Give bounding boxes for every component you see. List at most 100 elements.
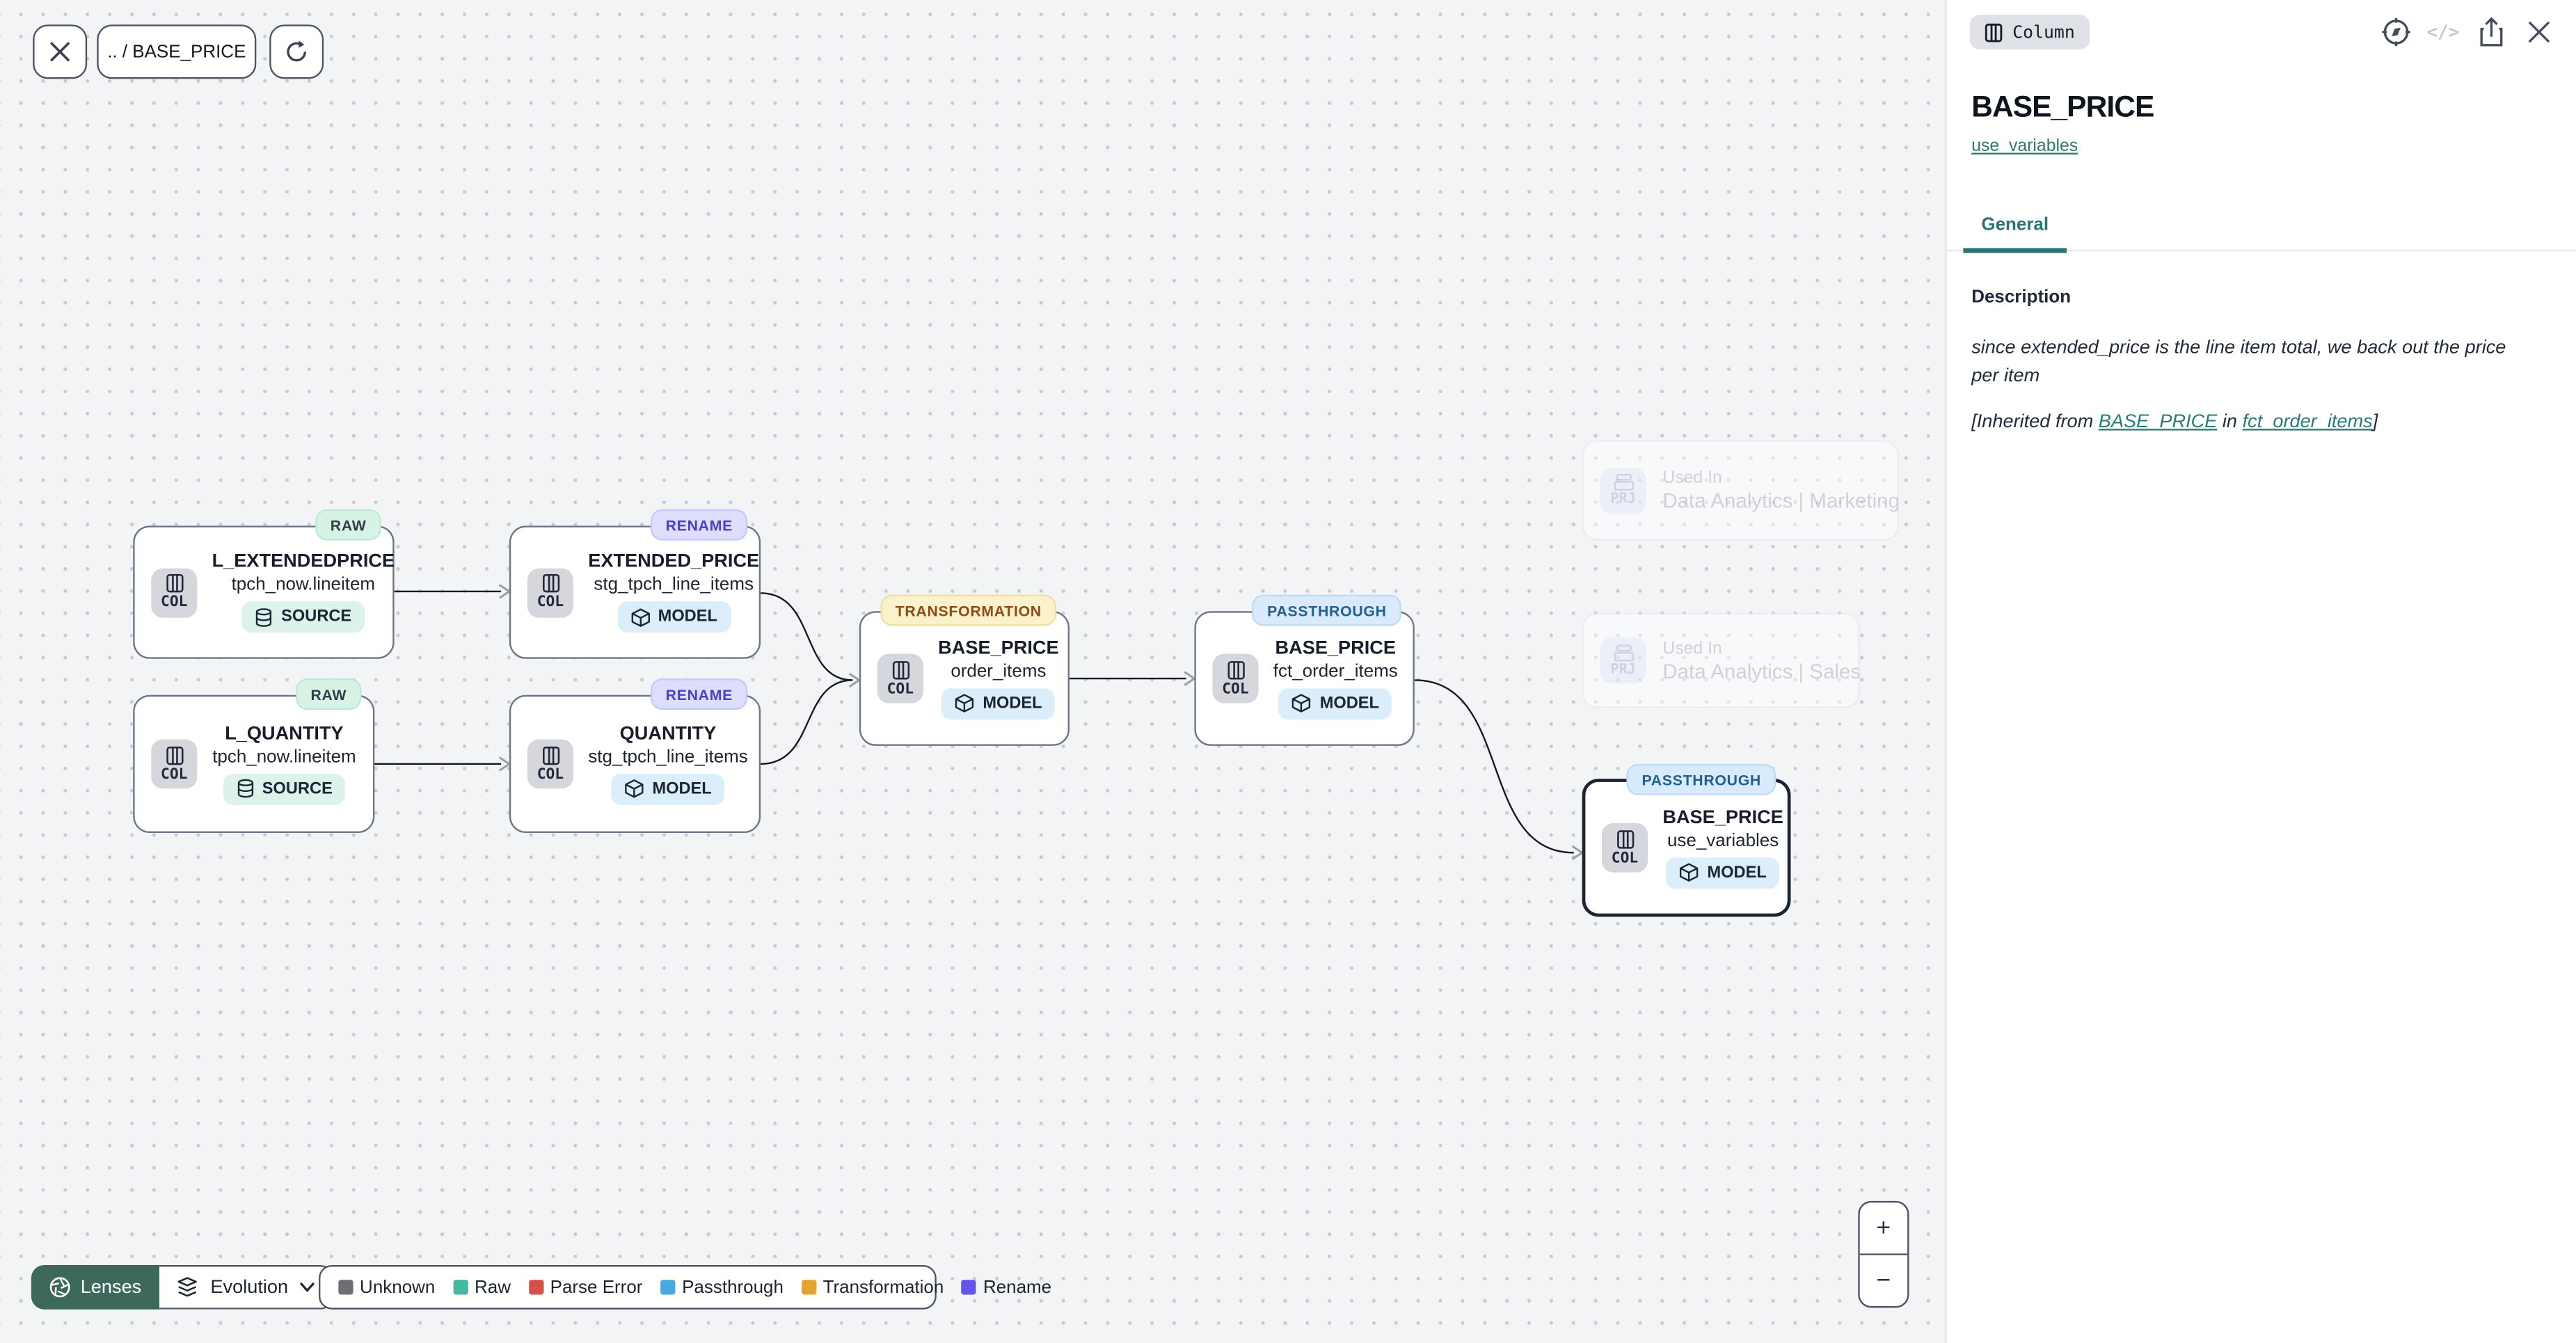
node-title: L_QUANTITY	[225, 724, 344, 744]
model-chip: MODEL	[1666, 857, 1780, 889]
columns-icon	[541, 745, 559, 765]
aperture-icon	[49, 1277, 70, 1298]
page-title: BASE_PRICE	[1971, 90, 2154, 124]
node-subtitle: order_items	[951, 661, 1047, 681]
close-lineage-button[interactable]	[33, 24, 88, 79]
lenses-button[interactable]: Lenses	[31, 1264, 160, 1310]
zoom-controls: + −	[1858, 1200, 1909, 1308]
column-kind-box: COL	[151, 739, 198, 789]
lineage-node-base-price-fct-order-items[interactable]: PASSTHROUGH COL BASE_PRICE fct_order_ite…	[1194, 594, 1415, 746]
legend-swatch	[660, 1280, 676, 1295]
close-panel-button[interactable]	[2522, 15, 2554, 48]
legend-item-parse-error: Parse Error	[528, 1278, 642, 1297]
lineage-node-quantity[interactable]: RENAME COL QUANTITY stg_tpch_line_items …	[509, 678, 761, 834]
close-icon	[2527, 21, 2550, 43]
edge-type-badge: RENAME	[651, 678, 748, 710]
lenses-button-label: Lenses	[80, 1277, 142, 1298]
node-subtitle: stg_tpch_line_items	[588, 747, 748, 767]
model-link[interactable]: use_variables	[1971, 136, 2078, 157]
legend-item-transformation: Transformation	[801, 1278, 944, 1297]
legend-swatch	[338, 1280, 353, 1295]
lineage-node-base-price-order-items[interactable]: TRANSFORMATION COL BASE_PRICE order_item…	[859, 594, 1070, 746]
node-title: BASE_PRICE	[938, 638, 1059, 658]
node-subtitle: stg_tpch_line_items	[594, 575, 754, 595]
node-subtitle: use_variables	[1667, 830, 1779, 850]
breadcrumb[interactable]: .. / BASE_PRICE	[97, 24, 257, 79]
inherited-column-link[interactable]: BASE_PRICE	[2098, 413, 2218, 433]
drawer-icon	[1613, 644, 1633, 661]
columns-icon	[891, 660, 909, 679]
columns-icon	[541, 573, 559, 593]
cube-icon	[1680, 863, 1699, 882]
used-in-name: Data Analytics | Marketing	[1662, 489, 1900, 513]
used-in-card-marketing[interactable]: PRJ Used In Data Analytics | Marketing	[1582, 440, 1900, 541]
panel-actions: </>	[2379, 15, 2555, 48]
legend-item-rename: Rename	[962, 1278, 1051, 1297]
panel-tabs: General	[1946, 205, 2576, 253]
close-icon	[49, 42, 70, 62]
source-chip: SOURCE	[241, 601, 365, 633]
used-in-label: Used In	[1662, 468, 1722, 488]
compass-icon	[2381, 17, 2410, 47]
node-title: EXTENDED_PRICE	[588, 552, 760, 572]
column-kind-box: COL	[877, 653, 923, 704]
explore-compass-button[interactable]	[2379, 15, 2412, 48]
columns-icon	[1985, 22, 2003, 42]
node-subtitle: tpch_now.lineitem	[231, 575, 376, 595]
panel-header: Column </>	[1947, 0, 2576, 64]
column-kind-box: COL	[527, 739, 573, 789]
database-icon	[237, 779, 253, 798]
refresh-icon	[287, 40, 306, 62]
project-kind-box: PRJ	[1600, 637, 1646, 684]
zoom-in-button[interactable]: +	[1859, 1202, 1908, 1255]
legend-swatch	[801, 1280, 817, 1295]
drawer-icon	[1613, 473, 1633, 491]
description-section: Description since extended_price is the …	[1947, 251, 2576, 433]
description-heading: Description	[1971, 287, 2072, 308]
entity-type-badge: Column	[1969, 15, 2090, 49]
legend-item-raw: Raw	[453, 1278, 511, 1297]
cube-icon	[630, 607, 649, 626]
edge-type-badge: RAW	[315, 509, 381, 541]
model-subtitle: use_variables	[1971, 136, 2551, 156]
columns-icon	[1227, 660, 1244, 679]
zoom-out-button[interactable]: −	[1876, 1266, 1891, 1295]
lineage-canvas[interactable]: .. / BASE_PRICE RAW COL L_EXTENDEDPRICE …	[0, 0, 1946, 1343]
tab-general[interactable]: General	[1963, 205, 2067, 253]
legend-swatch	[528, 1280, 544, 1295]
inherited-model-link[interactable]: fct_order_items	[2242, 413, 2373, 433]
edge-type-badge: PASSTHROUGH	[1252, 594, 1401, 626]
node-title: L_EXTENDEDPRICE	[212, 552, 395, 572]
columns-icon	[166, 573, 183, 593]
edge-type-badge: PASSTHROUGH	[1627, 763, 1776, 795]
lineage-node-l-quantity[interactable]: RAW COL L_QUANTITY tpch_now.lineitem SOU…	[133, 678, 375, 834]
columns-icon	[1616, 829, 1634, 848]
edge-type-badge: RENAME	[651, 509, 748, 541]
layers-icon	[177, 1276, 198, 1296]
lenses-control: Lenses Evolution	[31, 1264, 335, 1310]
cube-icon	[625, 779, 644, 798]
lineage-node-extended-price[interactable]: RENAME COL EXTENDED_PRICE stg_tpch_line_…	[509, 509, 761, 659]
legend-swatch	[962, 1280, 977, 1295]
node-title: BASE_PRICE	[1662, 807, 1783, 827]
lineage-node-l-extendedprice[interactable]: RAW COL L_EXTENDEDPRICE tpch_now.lineite…	[133, 509, 395, 659]
used-in-card-sales[interactable]: PRJ Used In Data Analytics | Sales	[1582, 612, 1861, 708]
columns-icon	[166, 745, 183, 765]
chevron-down-icon	[300, 1282, 316, 1293]
used-in-name: Data Analytics | Sales	[1662, 659, 1861, 683]
refresh-button[interactable]	[269, 24, 324, 79]
description-body: since extended_price is the line item to…	[1971, 338, 2506, 386]
view-code-button[interactable]: </>	[2426, 21, 2460, 43]
model-chip: MODEL	[611, 772, 725, 804]
details-panel: Column </> BASE_PRICE use_variables Gene…	[1945, 0, 2576, 1343]
lens-select[interactable]: Evolution	[159, 1264, 335, 1310]
node-title: QUANTITY	[619, 724, 717, 744]
node-subtitle: fct_order_items	[1273, 661, 1398, 681]
column-kind-box: COL	[1212, 653, 1259, 704]
node-title: BASE_PRICE	[1275, 638, 1397, 658]
source-chip: SOURCE	[223, 772, 346, 804]
used-in-label: Used In	[1662, 638, 1722, 658]
lineage-node-base-price-use-variables-selected[interactable]: PASSTHROUGH COL BASE_PRICE use_variables…	[1582, 763, 1791, 917]
share-button[interactable]	[2474, 15, 2507, 48]
